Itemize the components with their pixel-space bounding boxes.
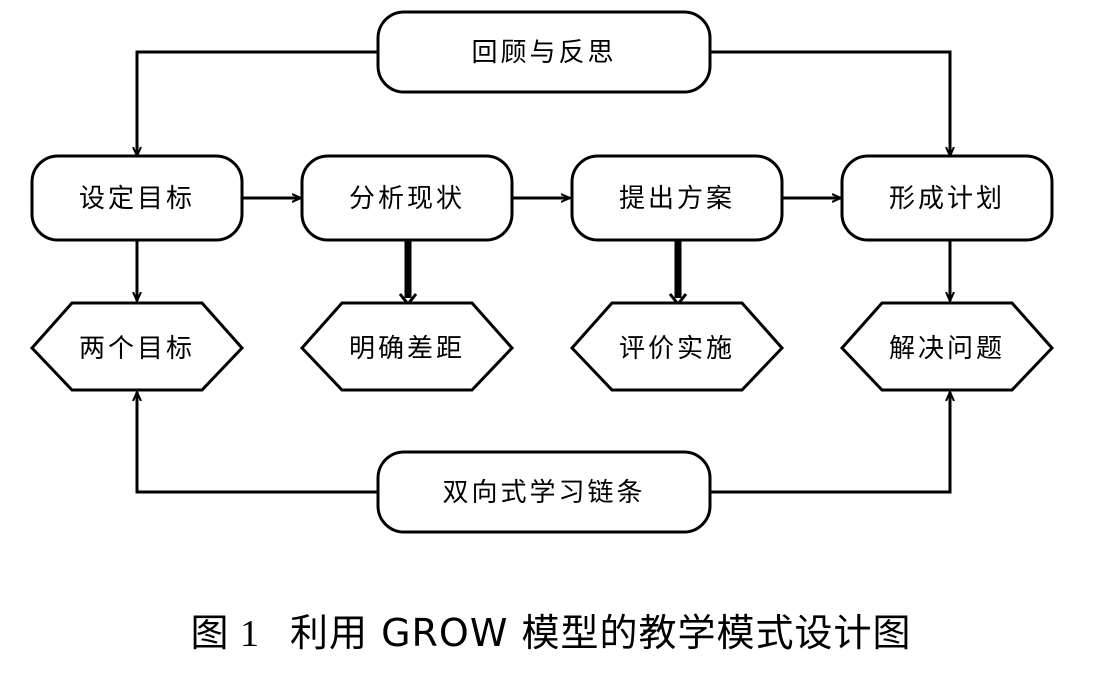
step-box-set-goal: 设定目标 xyxy=(30,154,244,242)
arrow-chain-to-outcome4 xyxy=(710,392,950,494)
outcome-label: 两个目标 xyxy=(79,334,195,364)
learning-chain-label: 双向式学习链条 xyxy=(442,478,645,508)
outcome-hex-two-goals: 两个目标 xyxy=(29,301,245,392)
figure-caption: 图 1 利用 GROW 模型的教学模式设计图 xyxy=(0,602,1102,657)
outcome-label: 评价实施 xyxy=(619,334,735,364)
step-box-form-plan: 形成计划 xyxy=(840,154,1054,242)
step-box-propose-options: 提出方案 xyxy=(570,154,784,242)
step-box-analyze-reality: 分析现状 xyxy=(300,154,514,242)
step-label: 分析现状 xyxy=(349,184,465,214)
figure-label: 图 1 xyxy=(190,613,260,655)
step-label: 提出方案 xyxy=(619,184,735,214)
step-label: 形成计划 xyxy=(889,184,1005,214)
grow-model-diagram: 回顾与反思 设定目标 分析现状 提出方案 形成计划 两个目标 明确差距 评价实施… xyxy=(29,10,1055,534)
outcome-label: 明确差距 xyxy=(349,334,465,364)
arrow-review-to-plan xyxy=(710,50,950,156)
arrow-review-to-set-goal xyxy=(137,50,378,156)
connectors xyxy=(137,50,950,494)
outcome-hex-solve-problem: 解决问题 xyxy=(839,301,1055,392)
step-label: 设定目标 xyxy=(79,184,195,214)
learning-chain-box: 双向式学习链条 xyxy=(376,450,712,534)
review-box-label: 回顾与反思 xyxy=(471,38,616,68)
arrow-chain-to-outcome1 xyxy=(137,392,378,494)
figure-title: 利用 GROW 模型的教学模式设计图 xyxy=(290,611,912,655)
review-box: 回顾与反思 xyxy=(376,10,712,94)
outcome-hex-evaluate-implement: 评价实施 xyxy=(569,301,785,392)
outcome-label: 解决问题 xyxy=(889,334,1005,364)
outcome-hex-clarify-gap: 明确差距 xyxy=(299,301,515,392)
